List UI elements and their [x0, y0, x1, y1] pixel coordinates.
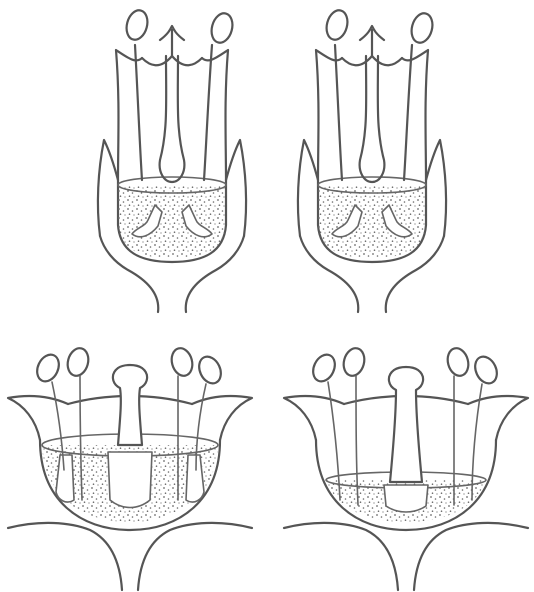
- flower-panel-1: [98, 8, 246, 312]
- flower-4-anther-1: [309, 351, 339, 385]
- flower-2-sepal-left: [298, 140, 318, 236]
- flower-3-petal-right: [192, 396, 252, 440]
- flower-4-cavity: [384, 485, 428, 512]
- flower-2-stamen-left-anther: [323, 8, 350, 42]
- flower-3-receptacle-right: [138, 523, 252, 590]
- flower-3-receptacle: [8, 523, 122, 590]
- flower-4-pistil: [389, 367, 423, 482]
- flower-3-anther-2: [65, 346, 92, 378]
- flower-2-stamen-left-filament: [335, 45, 342, 180]
- flower-3-cavity-right: [186, 455, 204, 502]
- flower-3-anther-1: [33, 351, 63, 385]
- flower-4-receptacle-right: [414, 523, 528, 590]
- flower-1-sepal-left: [98, 140, 118, 236]
- flower-2-corolla-throat: [342, 56, 402, 65]
- flower-3-anther-4: [195, 353, 225, 387]
- flower-4-anther-4: [471, 353, 501, 387]
- flower-3-pistil: [113, 365, 147, 445]
- flower-2-ovary-fill: [318, 185, 426, 258]
- flower-panel-3: [8, 346, 252, 590]
- flower-4-anther-3: [445, 346, 472, 378]
- flower-2-stamen-right-anther: [408, 11, 435, 45]
- flower-3-cavity: [108, 452, 152, 508]
- flower-3-cavity-left: [56, 455, 74, 502]
- flower-1-stamen-left-filament: [135, 45, 142, 180]
- flower-1-pistil: [160, 26, 185, 182]
- flower-1-corolla-throat: [142, 56, 202, 65]
- flower-panel-2: [298, 8, 446, 312]
- flower-2-sepal-right: [426, 140, 446, 236]
- flower-4-anther-2: [341, 346, 368, 378]
- flower-3-anther-3: [169, 346, 196, 378]
- flower-panel-4: [284, 346, 528, 590]
- flower-1-stamen-left-anther: [123, 8, 150, 42]
- flower-2-stamen-right-filament: [404, 45, 412, 180]
- flower-1-sepal-right: [226, 140, 246, 236]
- flower-1-ovary-fill: [118, 185, 226, 258]
- flower-1-stamen-right-anther: [208, 11, 235, 45]
- flower-2-pistil: [360, 26, 385, 182]
- flower-4-receptacle: [284, 523, 398, 590]
- flower-1-stamen-right-filament: [204, 45, 212, 180]
